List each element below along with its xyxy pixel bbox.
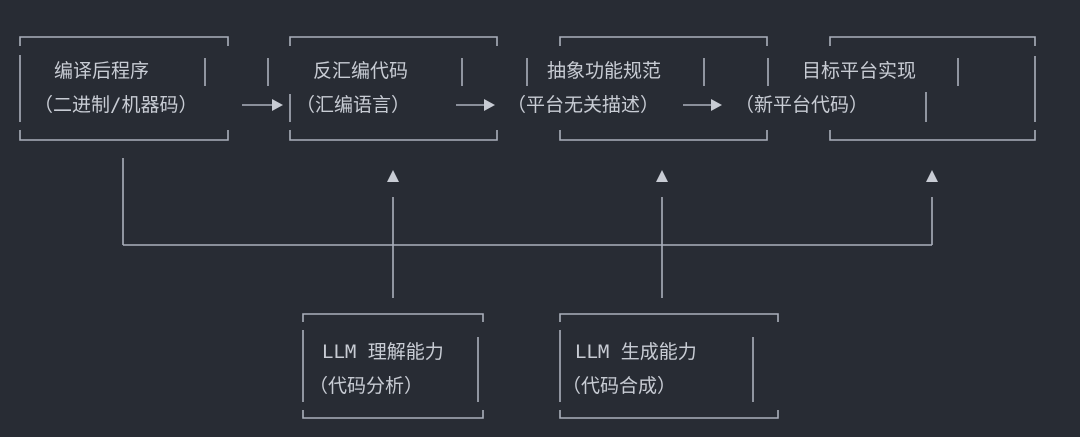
- llm-understanding-subtitle: （代码分析）: [309, 375, 424, 397]
- box-abstract-spec-frame: [526, 36, 768, 141]
- abstract-spec-subtitle: （平台无关描述）: [507, 94, 660, 116]
- connector-bus: [122, 158, 933, 298]
- abstract-spec-title: 抽象功能规范: [547, 60, 662, 82]
- box-llm-understanding-frame: [302, 313, 484, 419]
- box-llm-generation-frame: [559, 313, 779, 419]
- flow-arrow-3: [683, 99, 722, 111]
- box-disassembly-frame: [267, 36, 498, 141]
- llm-understanding-title: LLM 理解能力: [322, 341, 444, 363]
- up-arrow-abstract-spec: [656, 170, 668, 182]
- flow-arrow-2: [456, 99, 495, 111]
- target-impl-subtitle: （新平台代码）: [735, 94, 869, 116]
- box-compiled-program-frame: [19, 36, 229, 141]
- llm-generation-subtitle: （代码合成）: [562, 375, 677, 397]
- disassembly-subtitle: （汇编语言）: [296, 94, 411, 116]
- up-arrow-target-impl: [926, 170, 938, 182]
- box-target-impl-frame: [767, 36, 1036, 141]
- flow-arrow-1: [242, 99, 283, 111]
- target-impl-title: 目标平台实现: [802, 60, 917, 82]
- llm-generation-title: LLM 生成能力: [575, 341, 697, 363]
- disassembly-title: 反汇编代码: [313, 60, 409, 82]
- compiled-program-subtitle: （二进制/机器码）: [34, 94, 198, 116]
- compiled-program-title: 编译后程序: [54, 60, 150, 82]
- up-arrow-disassembly: [387, 170, 399, 182]
